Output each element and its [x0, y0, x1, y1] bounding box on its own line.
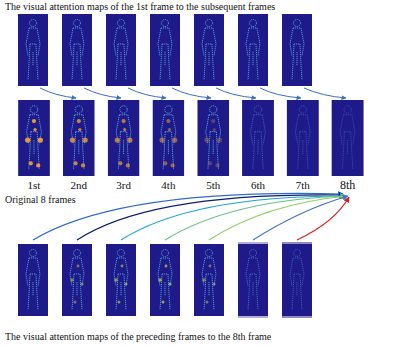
frame-label: 4th	[144, 179, 192, 192]
frame-box: 8th	[324, 100, 372, 192]
frame-box: 4th	[144, 100, 192, 192]
frame-label: 7th	[279, 179, 327, 192]
frame-box: 7th	[279, 100, 327, 192]
frame-box: 3rd	[100, 100, 148, 192]
frame-label: 2nd	[55, 179, 103, 192]
frame-box: 6th	[234, 100, 282, 192]
frame-label: 3rd	[100, 179, 148, 192]
row-label: Original 8 frames	[5, 194, 76, 206]
frame-box: 2nd	[55, 100, 103, 192]
frame-box: 5th	[189, 100, 237, 192]
figure-title: The visual attention maps of the 1st fra…	[5, 1, 275, 13]
frame-box: 1st	[10, 100, 58, 192]
figure-caption: The visual attention maps of the precedi…	[5, 331, 271, 343]
frame-label: 8th	[324, 179, 372, 192]
frame-label: 6th	[234, 179, 282, 192]
frame-label: 1st	[10, 179, 58, 192]
frame-label: 5th	[189, 179, 237, 192]
